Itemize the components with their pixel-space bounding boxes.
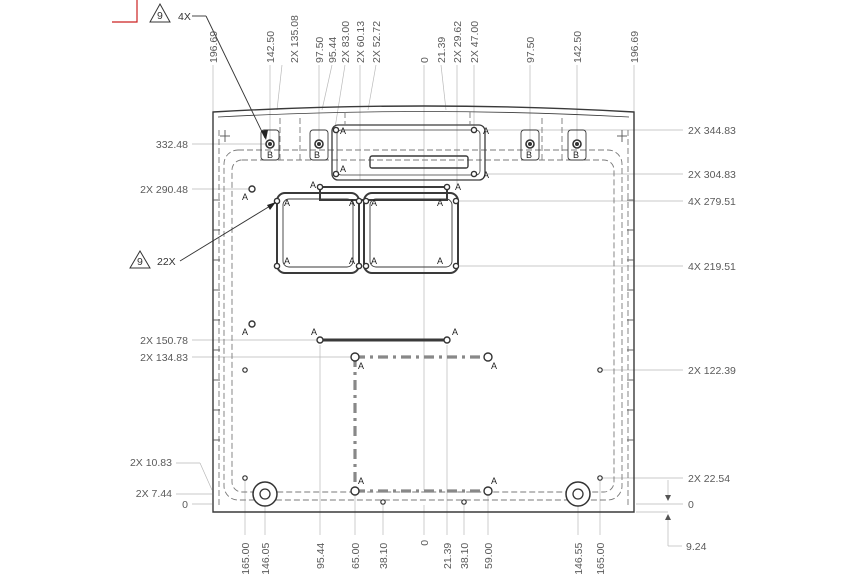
top-extension-lines: [212, 64, 635, 490]
dimension-label: 196.69: [208, 31, 220, 63]
square-pockets: [276, 192, 459, 274]
left-dimension-labels: 332.48 2X 290.48 2X 150.78 2X 134.83 2X 10.8…: [130, 139, 188, 511]
dimension-label: 2X 7.44: [136, 488, 172, 500]
callout-quantity: 22X: [157, 256, 176, 268]
tag-a: A: [483, 126, 489, 136]
tag-b: B: [526, 150, 532, 160]
tag-a: A: [455, 182, 461, 192]
tag-a: A: [310, 180, 316, 190]
dimension-label: 165.00: [595, 543, 607, 575]
tag-a: A: [340, 126, 346, 136]
sheet-corner-mark: [112, 0, 138, 23]
bottom-dimension-labels: 165.00 146.05 95.44 65.00 38.10 0 21.39 38.10 59…: [240, 540, 607, 575]
right-dimension-labels: 2X 344.83 2X 304.83 4X 279.51 4X 219.51 2X 1…: [686, 125, 736, 553]
dimension-label: 2X 344.83: [688, 125, 736, 137]
dimension-label: 2X 47.00: [469, 21, 481, 63]
dimension-label: 0: [182, 499, 188, 511]
side-rib-ticks: [213, 130, 634, 441]
dimension-label: 332.48: [156, 139, 188, 151]
left-extension-lines: [176, 143, 352, 505]
callout-note-number: 9: [157, 10, 163, 22]
tag-a: A: [242, 192, 248, 202]
dimension-label: 146.05: [260, 543, 272, 575]
tag-a: A: [358, 361, 364, 371]
phantom-mount-frame: [353, 355, 488, 493]
dimension-label: 97.50: [525, 37, 537, 63]
dimension-label: 2X 304.83: [688, 169, 736, 181]
dimension-label: 2X 134.83: [140, 352, 188, 364]
callout-4x: 9 4X: [149, 2, 268, 140]
tag-b: B: [573, 150, 579, 160]
top-boss-pockets: [260, 118, 587, 161]
dimension-label: 146.55: [573, 543, 585, 575]
tag-a: A: [437, 256, 443, 266]
dimension-label: 165.00: [240, 543, 252, 575]
tag-a: A: [340, 164, 346, 174]
dimension-label: 38.10: [459, 543, 471, 569]
dimension-label: 97.50: [314, 37, 326, 63]
dimension-label: 2X 290.48: [140, 184, 188, 196]
dimension-label: 2X 135.08: [289, 15, 301, 63]
dimension-label: 4X 219.51: [688, 261, 736, 273]
tag-a: A: [284, 198, 290, 208]
tag-a: A: [358, 476, 364, 486]
holes: [242, 126, 603, 507]
tag-b: B: [314, 150, 320, 160]
dimension-label: 2X 150.78: [140, 335, 188, 347]
bottom-extension-lines: [244, 345, 601, 535]
tag-a: A: [483, 170, 489, 180]
tag-a: A: [371, 198, 377, 208]
tag-a: A: [371, 256, 377, 266]
dimension-label: 2X 10.83: [130, 457, 172, 469]
dimension-label: 38.10: [378, 543, 390, 569]
tag-a: A: [311, 327, 317, 337]
tag-a: A: [349, 256, 355, 266]
dimension-label: 2X 52.72: [371, 21, 383, 63]
dimension-label: 9.24: [686, 541, 707, 553]
tag-a: A: [491, 361, 497, 371]
callout-quantity: 4X: [178, 11, 191, 23]
tag-a: A: [242, 327, 248, 337]
callout-note-number: 9: [137, 256, 143, 268]
dimension-label: 95.44: [327, 37, 339, 63]
pocket-group-boundary: [319, 186, 448, 201]
dimension-label: 2X 22.54: [688, 473, 730, 485]
dimension-label: 2X 29.62: [452, 21, 464, 63]
hole-tags: B B B B A A A A A A A A A A A A A A A A …: [242, 126, 579, 486]
tag-a: A: [349, 198, 355, 208]
part-outline: [212, 105, 635, 513]
dimension-label: 95.44: [315, 543, 327, 569]
connector-pocket: [331, 112, 486, 181]
dimension-label: 65.00: [350, 543, 362, 569]
tag-a: A: [437, 198, 443, 208]
dimension-label: 21.39: [436, 37, 448, 63]
dimension-label: 2X 83.00: [340, 21, 352, 63]
tag-b: B: [267, 150, 273, 160]
dimension-label: 4X 279.51: [688, 196, 736, 208]
dimension-label: 59.00: [483, 543, 495, 569]
dimension-label: 0: [419, 540, 431, 546]
dimension-label: 196.69: [629, 31, 641, 63]
dimension-label: 142.50: [572, 31, 584, 63]
dimension-label: 21.39: [442, 543, 454, 569]
dimension-label: 0: [419, 57, 431, 63]
dimension-label: 142.50: [265, 31, 277, 63]
tag-a: A: [452, 327, 458, 337]
dimension-label: 2X 122.39: [688, 365, 736, 377]
callout-22x: 9 22X: [129, 202, 276, 269]
dimension-label: 2X 60.13: [355, 21, 367, 63]
tag-a: A: [284, 256, 290, 266]
dimension-label: 0: [688, 499, 694, 511]
tag-a: A: [491, 476, 497, 486]
